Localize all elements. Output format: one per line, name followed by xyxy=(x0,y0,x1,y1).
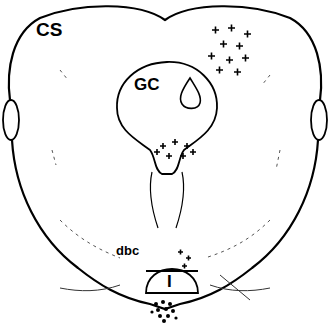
section-outline xyxy=(9,6,321,309)
section-region: I xyxy=(143,255,201,299)
structure-label: dbc xyxy=(116,244,139,257)
stipple-dots xyxy=(150,300,177,323)
lateral-bump xyxy=(3,100,19,140)
region-label: I xyxy=(167,273,172,290)
section-region: GC xyxy=(112,58,222,178)
pear-outline xyxy=(112,58,222,178)
dome-outline xyxy=(143,255,201,299)
region-label: GC xyxy=(134,76,160,93)
fiber-tract xyxy=(60,275,270,300)
raphe-outline xyxy=(150,172,183,228)
fiber-tract xyxy=(52,70,280,258)
lateral-bump xyxy=(311,100,327,140)
structure-label: CS xyxy=(36,20,62,39)
